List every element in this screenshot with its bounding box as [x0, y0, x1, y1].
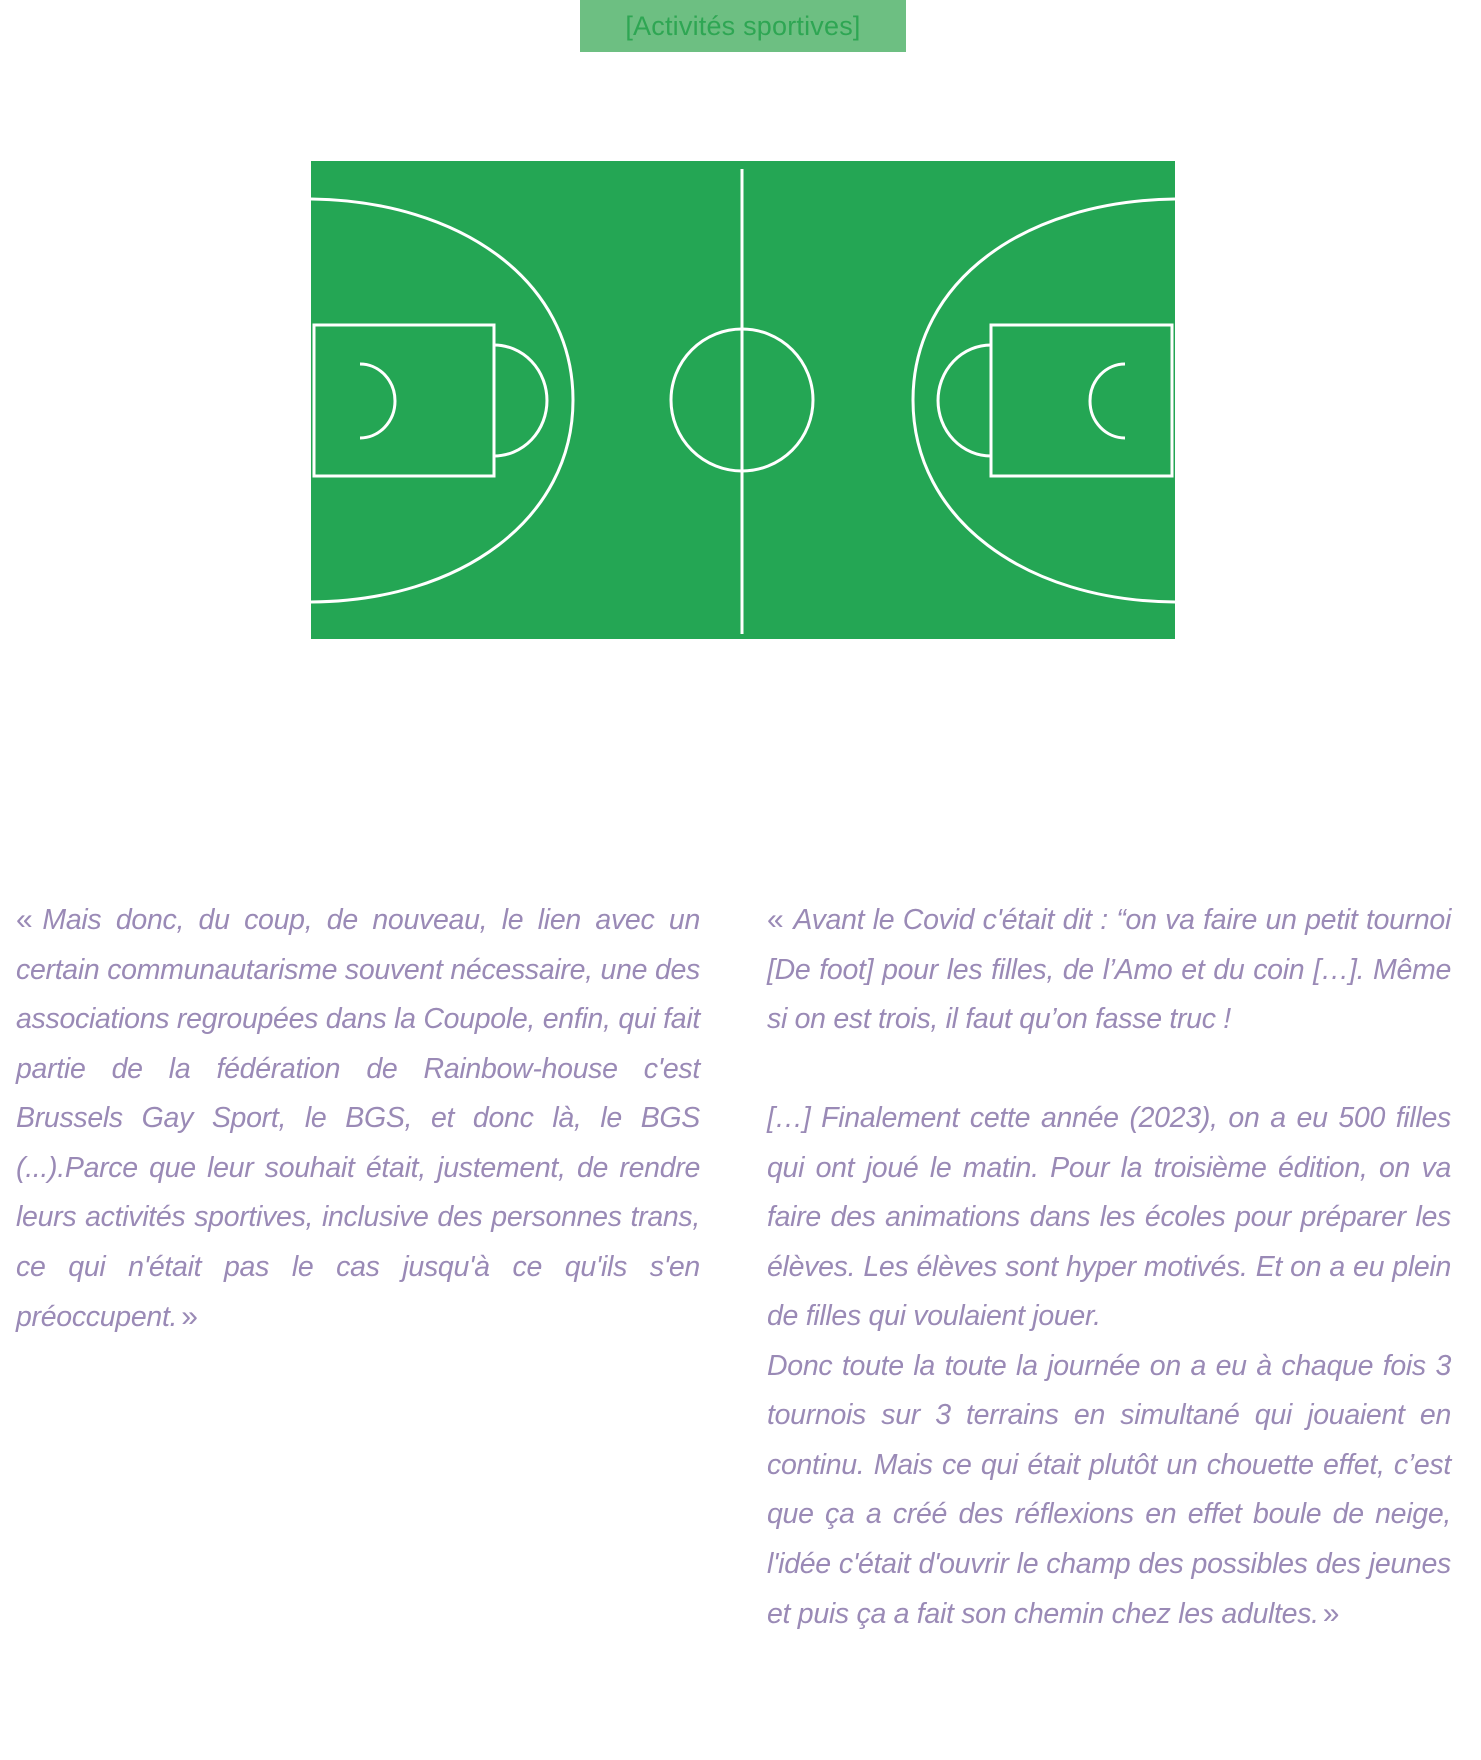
right-three-point-line: [911, 197, 1175, 604]
close-quote-mark: »: [1322, 1597, 1340, 1630]
close-quote-mark: »: [181, 1300, 198, 1333]
quote-right-paragraph-1: Avant le Covid c'était dit : “on va fair…: [767, 904, 1451, 1035]
open-quote-mark: «: [767, 903, 784, 936]
quote-right: «Avant le Covid c'était dit : “on va fai…: [767, 895, 1451, 1640]
right-free-throw-arc: [936, 343, 992, 458]
quote-left: «Mais donc, du coup, de nouveau, le lien…: [16, 895, 700, 1343]
section-title-badge: [Activités sportives]: [580, 0, 906, 52]
quote-right-paragraph-3: Donc toute la toute la journée on a eu à…: [767, 1349, 1451, 1631]
left-three-point-line: [311, 197, 575, 604]
left-free-throw-arc: [493, 343, 549, 458]
paragraph-gap: [767, 1045, 1451, 1095]
basketball-court-illustration: [311, 161, 1175, 639]
section-title: [Activités sportives]: [625, 10, 861, 41]
left-key: [312, 323, 496, 478]
right-rim-arc: [1088, 362, 1126, 440]
open-quote-mark: «: [16, 903, 33, 936]
right-key: [989, 323, 1174, 478]
left-rim-arc: [359, 362, 397, 440]
quote-left-text: Mais donc, du coup, de nouveau, le lien …: [16, 904, 700, 1333]
center-circle: [669, 327, 815, 473]
quote-right-paragraph-2: […] Finalement cette année (2023), on a …: [767, 1102, 1451, 1332]
